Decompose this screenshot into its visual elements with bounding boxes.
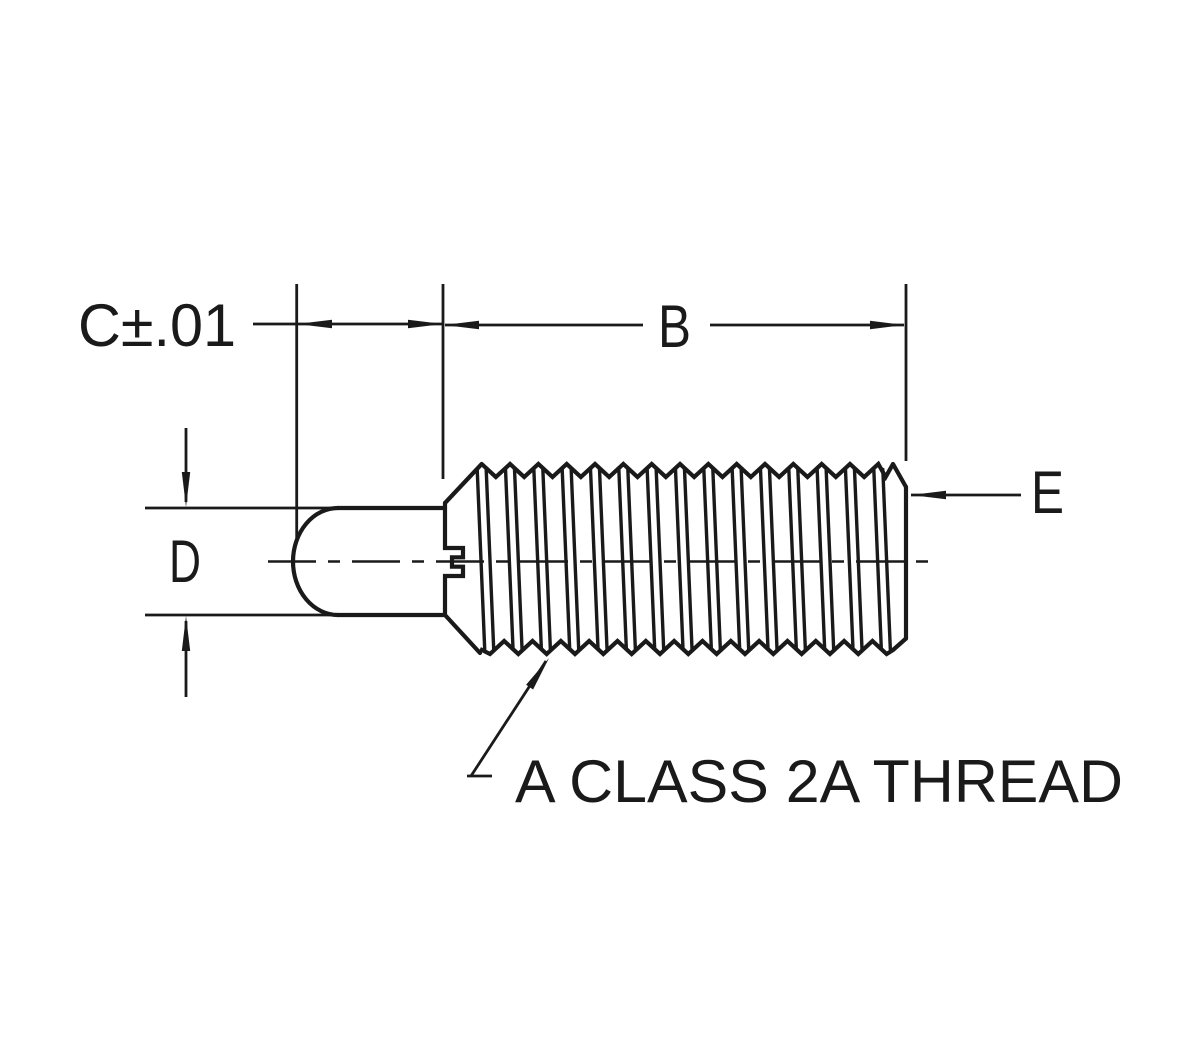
thread-flank-line (682, 467, 694, 651)
dimension-c: C±.01 (78, 284, 445, 540)
thread-flank-line (588, 467, 600, 651)
thread-flank-line (758, 467, 770, 651)
dim-b-label: B (658, 293, 691, 360)
thread-flank-line (730, 467, 742, 651)
thread-flank-line (654, 467, 666, 651)
thread-texture (475, 460, 895, 657)
thread-flank-line (787, 467, 799, 651)
thread-flank-line (702, 467, 714, 651)
thread-flank-line (815, 467, 827, 651)
thread-flank-line (872, 467, 884, 651)
thread-flank-line (711, 467, 723, 651)
thread-flank-line (843, 467, 855, 651)
d-bottom-arrowhead-icon (181, 616, 191, 651)
body-right-chamfer-top (890, 461, 909, 490)
thread-flank-line (475, 467, 487, 651)
thread-flank-line (617, 467, 629, 651)
thread-note-label: A CLASS 2A THREAD (515, 748, 1123, 815)
body-left-face-with-slot (442, 500, 466, 618)
body-left-chamfer-bottom (442, 612, 483, 656)
c-right-arrowhead-icon (408, 319, 443, 329)
thread-crest-zigzag-bottom (479, 638, 895, 657)
thread-flank-line (541, 467, 553, 651)
thread-flank-line (560, 467, 572, 651)
dim-c-label: C±.01 (78, 292, 236, 359)
body-right-chamfer-bottom (890, 636, 909, 653)
thread-flank-line (569, 467, 581, 651)
thread-flank-line (824, 467, 836, 651)
b-left-arrowhead-icon (444, 320, 479, 330)
thread-flank-line (881, 467, 893, 651)
dimension-d: D (169, 428, 201, 697)
thread-flank-line (503, 467, 515, 651)
thread-flank-line (626, 467, 638, 651)
thread-flank-line (796, 467, 808, 651)
thread-flank-line (597, 467, 609, 651)
dim-d-label: D (169, 528, 201, 595)
callout-e: E (911, 459, 1064, 526)
thread-flank-line (673, 467, 685, 651)
thread-flank-line (484, 467, 496, 651)
thread-flank-line (767, 467, 779, 651)
threaded-body-outline (442, 461, 909, 656)
d-top-arrowhead-icon (181, 472, 191, 507)
note-arrowhead-icon (526, 658, 549, 690)
c-left-arrowhead-icon (297, 319, 332, 329)
thread-flank-line (512, 467, 524, 651)
thread-crest-zigzag-top (480, 460, 895, 482)
thread-flank-line (532, 467, 544, 651)
dim-e-label: E (1031, 459, 1064, 526)
plunger-nose-outline (290, 505, 448, 618)
e-arrowhead-icon (911, 490, 946, 500)
thread-flank-line (645, 467, 657, 651)
b-right-arrowhead-icon (870, 320, 905, 330)
thread-flank-line (852, 467, 864, 651)
thread-flank-line (739, 467, 751, 651)
thread-note: A CLASS 2A THREAD (467, 658, 1123, 815)
dimension-b: B (444, 284, 908, 461)
nose-dome-arc (290, 505, 341, 618)
